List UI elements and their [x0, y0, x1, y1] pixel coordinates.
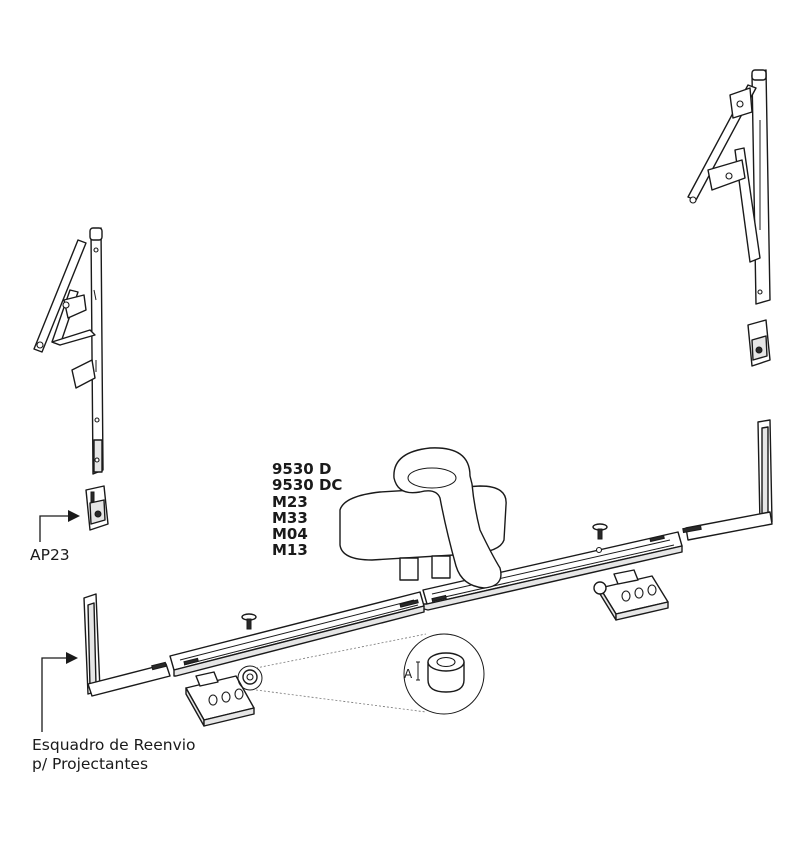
model-code-list: 9530 D 9530 DC M23 M33 M04 M13	[272, 461, 342, 559]
ap23-label: AP23	[30, 546, 70, 564]
right-keeper	[747, 319, 771, 367]
window-handle	[339, 447, 507, 589]
esquadro-label-line2: p/ Projectantes	[32, 755, 149, 773]
left-friction-stay	[33, 227, 104, 475]
dimension-a-label: A	[404, 667, 413, 681]
ap23-arrow	[39, 510, 80, 542]
model-code: M23	[272, 492, 308, 511]
model-code: M04	[272, 525, 308, 544]
ap23-part	[85, 485, 109, 531]
espagnolette-left-bar	[169, 591, 425, 677]
esquadro-label: Esquadro de Reenvio p/ Projectantes	[32, 736, 196, 774]
model-code: M33	[272, 508, 308, 527]
esquadro-label-line1: Esquadro de Reenvio	[32, 736, 196, 754]
right-corner-drive	[682, 419, 773, 541]
screw-left	[241, 613, 257, 630]
model-code: 9530 DC	[272, 476, 343, 495]
esquadro-arrow	[41, 652, 78, 732]
left-corner-drive	[83, 593, 171, 697]
detail-magnifier	[255, 633, 485, 715]
right-friction-stay	[687, 69, 771, 305]
keeper-plate-left	[185, 671, 255, 727]
roller-left	[237, 665, 263, 691]
screw-right	[592, 523, 608, 540]
model-code: M13	[272, 541, 308, 560]
keeper-plate-right	[593, 569, 669, 621]
model-code: 9530 D	[272, 460, 332, 478]
